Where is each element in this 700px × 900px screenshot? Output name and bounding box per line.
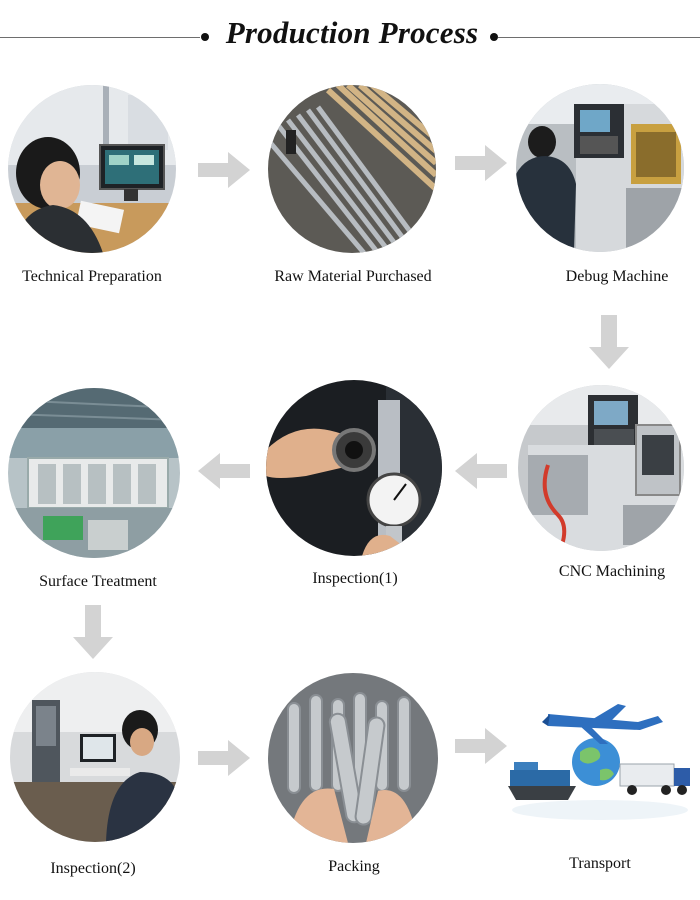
- header-dot-left: [201, 33, 209, 41]
- page-title: Production Process: [225, 15, 479, 50]
- step-label: Packing: [328, 858, 380, 875]
- step-label: Inspection(2): [50, 860, 136, 877]
- arrow-left-icon: [455, 453, 507, 489]
- arrow-down-icon: [73, 605, 113, 659]
- arrow-right-icon: [198, 740, 250, 776]
- step-label: Debug Machine: [565, 268, 669, 285]
- header-rule-right: [498, 37, 700, 38]
- step-image-cnc-machining: [518, 385, 684, 551]
- step-label: Inspection(1): [312, 570, 398, 587]
- header: Production Process: [0, 0, 700, 70]
- step-label: Raw Material Purchased: [274, 268, 432, 285]
- step-label: Surface Treatment: [39, 573, 157, 590]
- step-image-transport: [508, 692, 692, 822]
- step-image-inspection-1: [266, 380, 442, 556]
- step-image-surface-treatment: [8, 388, 180, 558]
- step-image-debug-machine: [516, 84, 684, 252]
- arrow-right-icon: [198, 152, 250, 188]
- step-label: Transport: [569, 855, 631, 872]
- step-image-technical-preparation: [8, 85, 176, 253]
- arrow-right-icon: [455, 728, 507, 764]
- step-label: CNC Machining: [558, 563, 666, 580]
- step-image-raw-material: [268, 85, 436, 253]
- header-rule-left: [0, 37, 200, 38]
- arrow-right-icon: [455, 145, 507, 181]
- step-label: Technical Preparation: [22, 268, 162, 285]
- step-image-packing: [268, 673, 438, 843]
- header-dot-right: [490, 33, 498, 41]
- arrow-left-icon: [198, 453, 250, 489]
- arrow-down-icon: [589, 315, 629, 369]
- step-image-inspection-2: [10, 672, 180, 842]
